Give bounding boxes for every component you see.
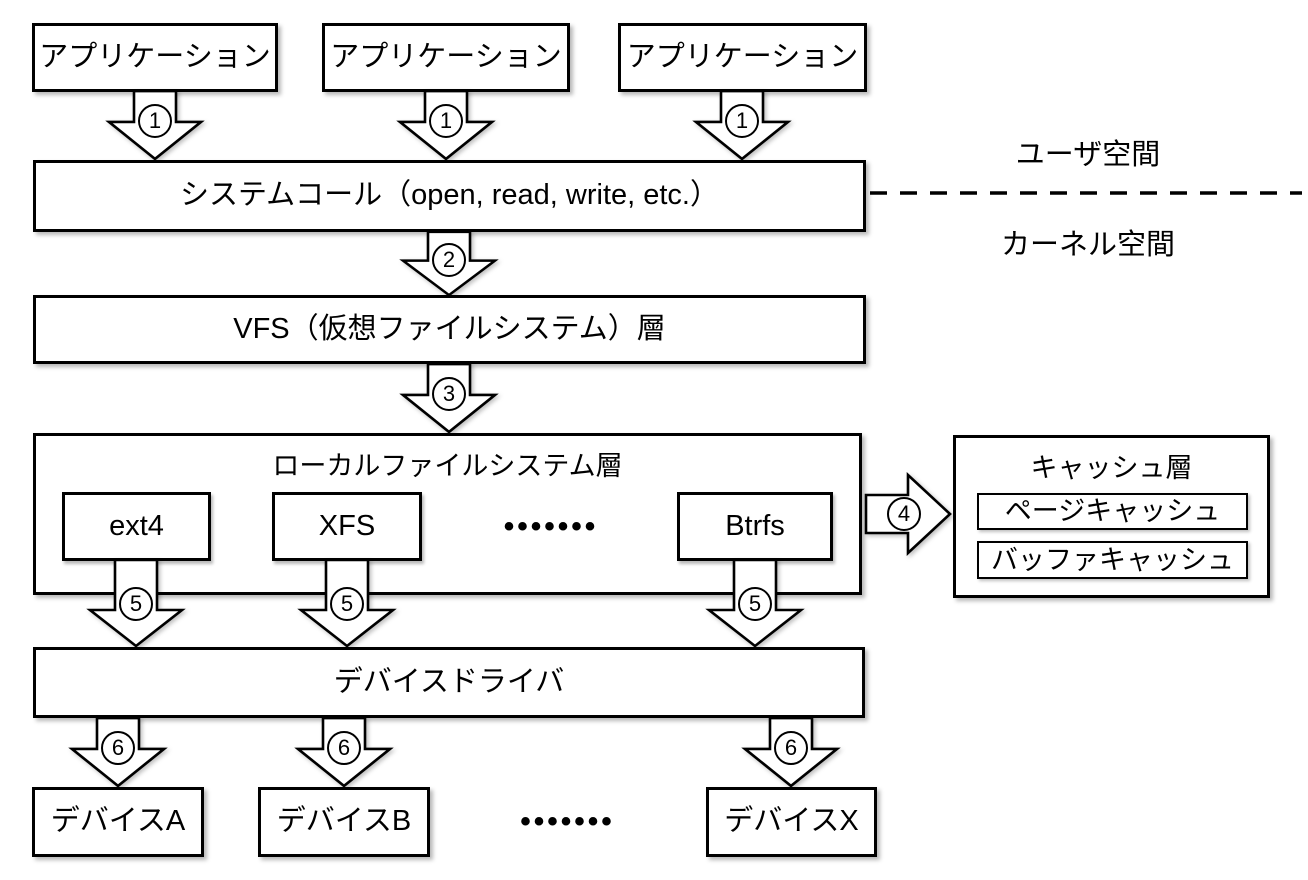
app-box-3-label: アプリケーション (626, 40, 859, 73)
buffer-cache-label: バッファキャッシュ (991, 544, 1234, 575)
syscall-box: システムコール（open, read, write, etc.） (33, 160, 866, 232)
device-box-x: デバイスX (706, 787, 877, 857)
arrow-step5-a: 5 (86, 558, 186, 648)
step6-badge: 6 (101, 731, 135, 765)
page-cache-label: ページキャッシュ (1004, 496, 1221, 526)
syscall-label: システムコール（open, read, write, etc.） (179, 179, 719, 212)
device-b-label: デバイスB (276, 805, 412, 838)
arrow-step5-c: 5 (705, 558, 805, 648)
kernel-space-label: カーネル空間 (1000, 229, 1175, 261)
localfs-box: ローカルファイルシステム層 ext4 XFS ••••••• Btrfs (33, 433, 862, 595)
app-box-3: アプリケーション (618, 23, 867, 92)
fs-ext4-label: ext4 (109, 510, 164, 542)
arrow-step2: 2 (399, 230, 499, 297)
fs-btrfs-label: Btrfs (725, 510, 785, 542)
buffer-cache-box: バッファキャッシュ (977, 541, 1248, 579)
fs-ellipsis: ••••••• (503, 509, 599, 543)
step4-badge: 4 (887, 497, 921, 531)
cache-title: キャッシュ層 (1030, 453, 1193, 483)
arrow-step5-b: 5 (297, 558, 397, 648)
device-ellipsis: ••••••• (520, 805, 615, 838)
app-box-1-label: アプリケーション (39, 40, 271, 73)
arrow-step6-a: 6 (68, 716, 168, 788)
step1-badge: 1 (138, 104, 172, 138)
vfs-box: VFS（仮想ファイルシステム）層 (33, 295, 866, 364)
step5-badge: 5 (119, 587, 153, 621)
arrow-step3: 3 (399, 362, 499, 434)
device-driver-box: デバイスドライバ (33, 647, 865, 718)
device-driver-label: デバイスドライバ (333, 665, 565, 698)
arrow-step6-b: 6 (294, 716, 394, 788)
device-box-a: デバイスA (32, 787, 204, 857)
step5-badge: 5 (738, 587, 772, 621)
device-a-label: デバイスA (50, 805, 186, 838)
user-space-label: ユーザ空間 (1015, 139, 1161, 171)
arrow-step6-c: 6 (741, 716, 841, 788)
fs-xfs-label: XFS (318, 510, 376, 542)
arrow-step1-c: 1 (692, 89, 792, 161)
step6-badge: 6 (327, 731, 361, 765)
cache-box: キャッシュ層 ページキャッシュ バッファキャッシュ (953, 435, 1270, 598)
space-boundary-dashed-line (870, 191, 1302, 195)
app-box-2-label: アプリケーション (330, 40, 562, 73)
fs-box-ext4: ext4 (62, 492, 211, 561)
arrow-step4: 4 (864, 471, 952, 557)
page-cache-box: ページキャッシュ (977, 493, 1248, 530)
app-box-1: アプリケーション (32, 23, 278, 92)
step5-badge: 5 (330, 587, 364, 621)
step2-badge: 2 (432, 243, 466, 277)
fs-box-xfs: XFS (272, 492, 422, 561)
device-box-b: デバイスB (258, 787, 430, 857)
device-x-label: デバイスX (724, 805, 859, 838)
arrow-step1-b: 1 (396, 89, 496, 161)
arrow-step1-a: 1 (105, 89, 205, 161)
app-box-2: アプリケーション (322, 23, 570, 92)
fs-box-btrfs: Btrfs (677, 492, 833, 561)
step6-badge: 6 (774, 731, 808, 765)
vfs-label: VFS（仮想ファイルシステム）層 (233, 312, 666, 345)
localfs-title: ローカルファイルシステム層 (272, 451, 623, 481)
step3-badge: 3 (432, 377, 466, 411)
step1-badge: 1 (725, 104, 759, 138)
step1-badge: 1 (429, 104, 463, 138)
